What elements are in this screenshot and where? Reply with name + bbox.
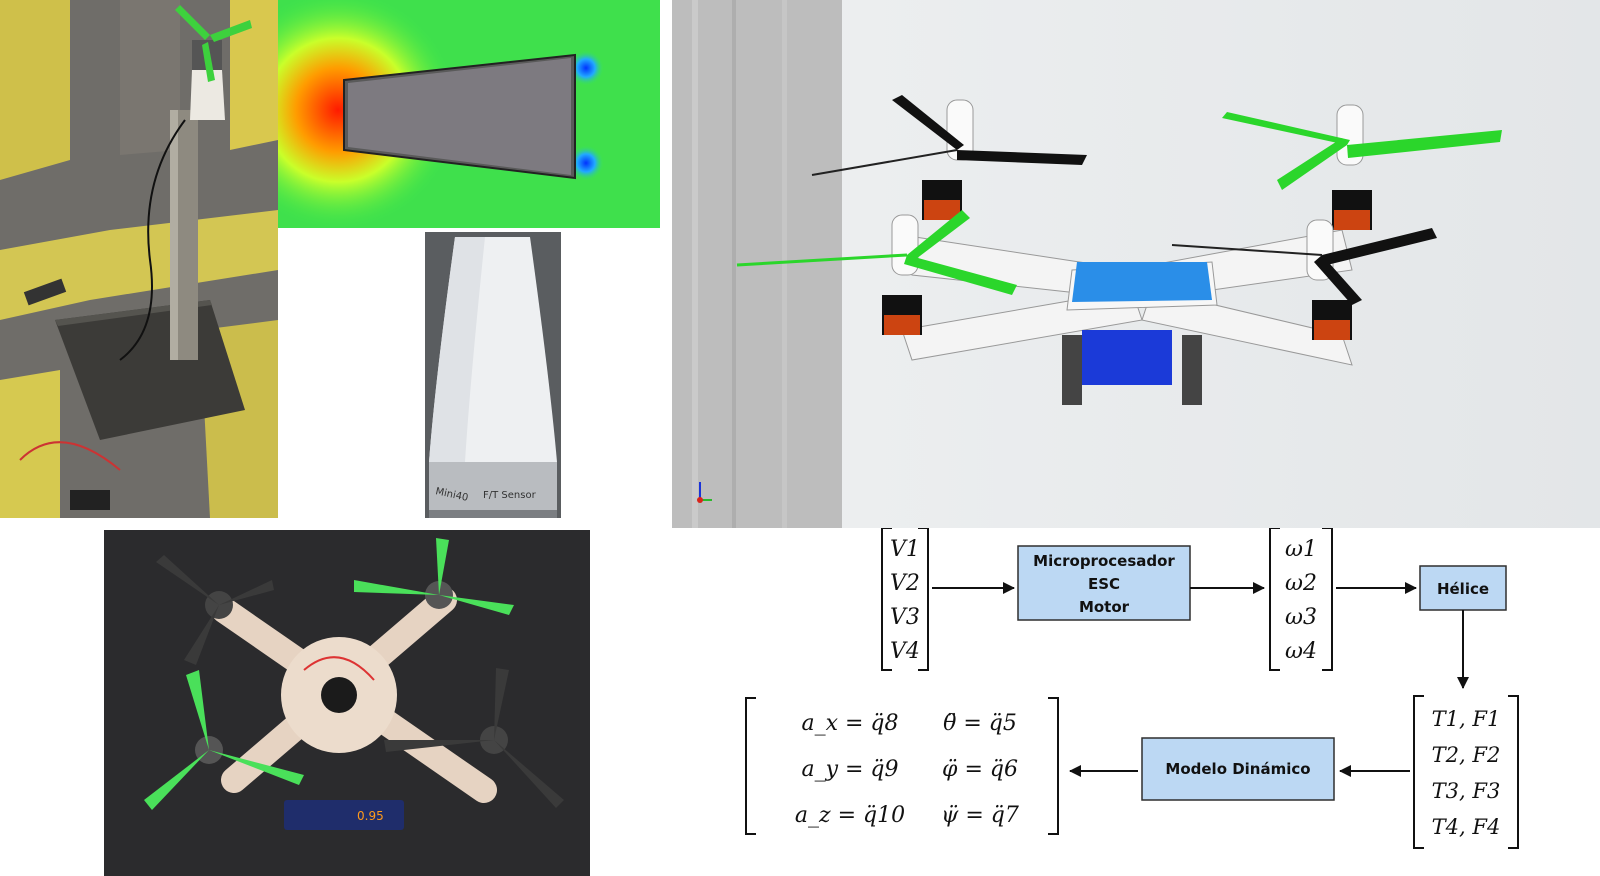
matrix-entry: φ̈ = q̈6 — [942, 757, 1018, 782]
vector-entry: V3 — [890, 605, 920, 630]
input-voltage-vector: V1 V2 V3 V4 — [881, 528, 929, 671]
block-microprocesador-esc-motor: Microprocesador ESC Motor — [1017, 545, 1191, 621]
vector-entry: ω3 — [1285, 605, 1317, 630]
block-label: ESC — [1088, 575, 1120, 593]
matrix-entry: θ̈ = q̈5 — [943, 711, 1017, 736]
vector-entry: T4, F4 — [1432, 815, 1501, 839]
cad-render-quadrotor — [672, 0, 1600, 528]
output-acceleration-matrix: a_x = q̈8 θ̈ = q̈5 a_y = q̈9 φ̈ = q̈6 a_… — [745, 697, 1059, 835]
block-label: Motor — [1079, 598, 1130, 616]
vector-entry: ω1 — [1285, 537, 1317, 562]
block-modelo-dinamico: Modelo Dinámico — [1141, 737, 1335, 801]
thrust-torque-vector: T1, F1 T2, F2 T3, F3 T4, F4 — [1413, 695, 1519, 849]
block-diagram: V1 V2 V3 V4 Microprocesador ESC Motor ω1… — [740, 528, 1600, 876]
photo-fairing-sensor: Mini40 F/T Sensor — [425, 232, 561, 518]
block-label: Hélice — [1437, 580, 1489, 598]
photo-quadrotor: 0.95 — [104, 530, 590, 876]
vector-entry: T1, F1 — [1432, 707, 1501, 731]
vector-entry: T2, F2 — [1432, 743, 1501, 767]
vector-entry: V2 — [890, 571, 920, 596]
block-helice: Hélice — [1419, 565, 1507, 611]
battery-label: 0.95 — [357, 809, 384, 823]
matrix-entry: a_y = q̈9 — [801, 757, 898, 782]
vector-entry: V1 — [890, 537, 920, 562]
block-label: Modelo Dinámico — [1165, 760, 1310, 778]
matrix-entry: a_x = q̈8 — [801, 711, 898, 736]
sensor-label-type: F/T Sensor — [483, 490, 537, 501]
vector-entry: ω2 — [1285, 571, 1317, 596]
angular-velocity-vector: ω1 ω2 ω3 ω4 — [1269, 528, 1333, 671]
matrix-entry: a_z = q̈10 — [795, 803, 905, 828]
matrix-entry: ψ̈ = q̈7 — [941, 803, 1019, 828]
cfd-pressure-field — [278, 0, 660, 228]
vector-entry: ω4 — [1285, 639, 1317, 664]
vector-entry: V4 — [890, 639, 920, 664]
photo-test-stand — [0, 0, 278, 518]
block-label: Microprocesador — [1033, 552, 1175, 570]
vector-entry: T3, F3 — [1432, 779, 1501, 803]
